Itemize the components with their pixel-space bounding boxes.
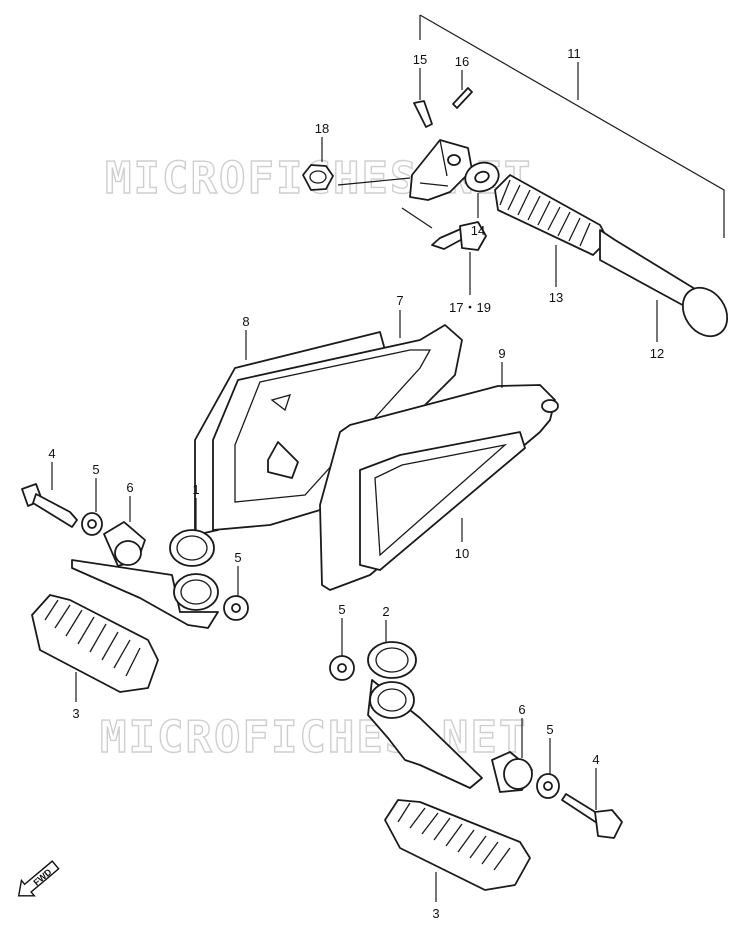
footpeg-shaft-12 [599, 229, 729, 338]
callout-9: 9 [498, 346, 505, 361]
footpeg-rubber-3-right [384, 799, 531, 891]
bolt-4-right [561, 793, 623, 839]
group-line-11 [419, 14, 725, 238]
callout-3-left: 3 [72, 706, 79, 721]
callout-6-right: 6 [518, 702, 525, 717]
callout-17-19: 17・19 [449, 300, 491, 315]
footpeg-rubber-13 [494, 174, 609, 256]
washer-5-right-top [329, 655, 355, 681]
footrest-bracket-1 [71, 529, 219, 629]
callout-12: 12 [650, 346, 664, 361]
peg-bracket [409, 139, 473, 201]
cotter-pin-16 [452, 87, 473, 109]
nut-18 [302, 164, 334, 191]
callout-15: 15 [413, 52, 427, 67]
washer-5-right [536, 773, 560, 799]
callout-1: 1 [192, 482, 199, 497]
bracket-plate-7 [212, 324, 463, 531]
fwd-arrow-icon: FWD [17, 860, 60, 897]
bracket-plate-10 [359, 431, 526, 571]
bolt-4-left [21, 483, 78, 528]
washer-5-mid [223, 595, 249, 621]
washer-5-left [81, 512, 103, 536]
callout-3-right: 3 [432, 906, 439, 921]
footrest-bracket-2 [367, 641, 483, 789]
callout-10: 10 [455, 546, 469, 561]
axis-line-upper [337, 177, 433, 229]
callout-6-left: 6 [126, 480, 133, 495]
pin-15 [413, 100, 433, 128]
callout-2: 2 [382, 604, 389, 619]
callout-5-right-top: 5 [338, 602, 345, 617]
callout-14: 14 [471, 223, 485, 238]
callout-13: 13 [549, 290, 563, 305]
bolt-17-19 [431, 221, 487, 251]
callout-4-left: 4 [48, 446, 55, 461]
bush-6-right [491, 751, 533, 793]
watermark-bottom: MICROFICHES.NET [100, 712, 527, 763]
callout-8: 8 [242, 314, 249, 329]
callout-18: 18 [315, 121, 329, 136]
callout-4-right: 4 [592, 752, 599, 767]
callout-5-left: 5 [92, 462, 99, 477]
callout-11: 11 [567, 46, 581, 61]
footpeg-rubber-3-left [31, 594, 159, 693]
callout-16: 16 [455, 54, 469, 69]
callout-7: 7 [396, 293, 403, 308]
washer-14 [464, 161, 500, 193]
callout-5-mid: 5 [234, 550, 241, 565]
callout-5-right: 5 [546, 722, 553, 737]
bush-6-left [103, 521, 146, 567]
